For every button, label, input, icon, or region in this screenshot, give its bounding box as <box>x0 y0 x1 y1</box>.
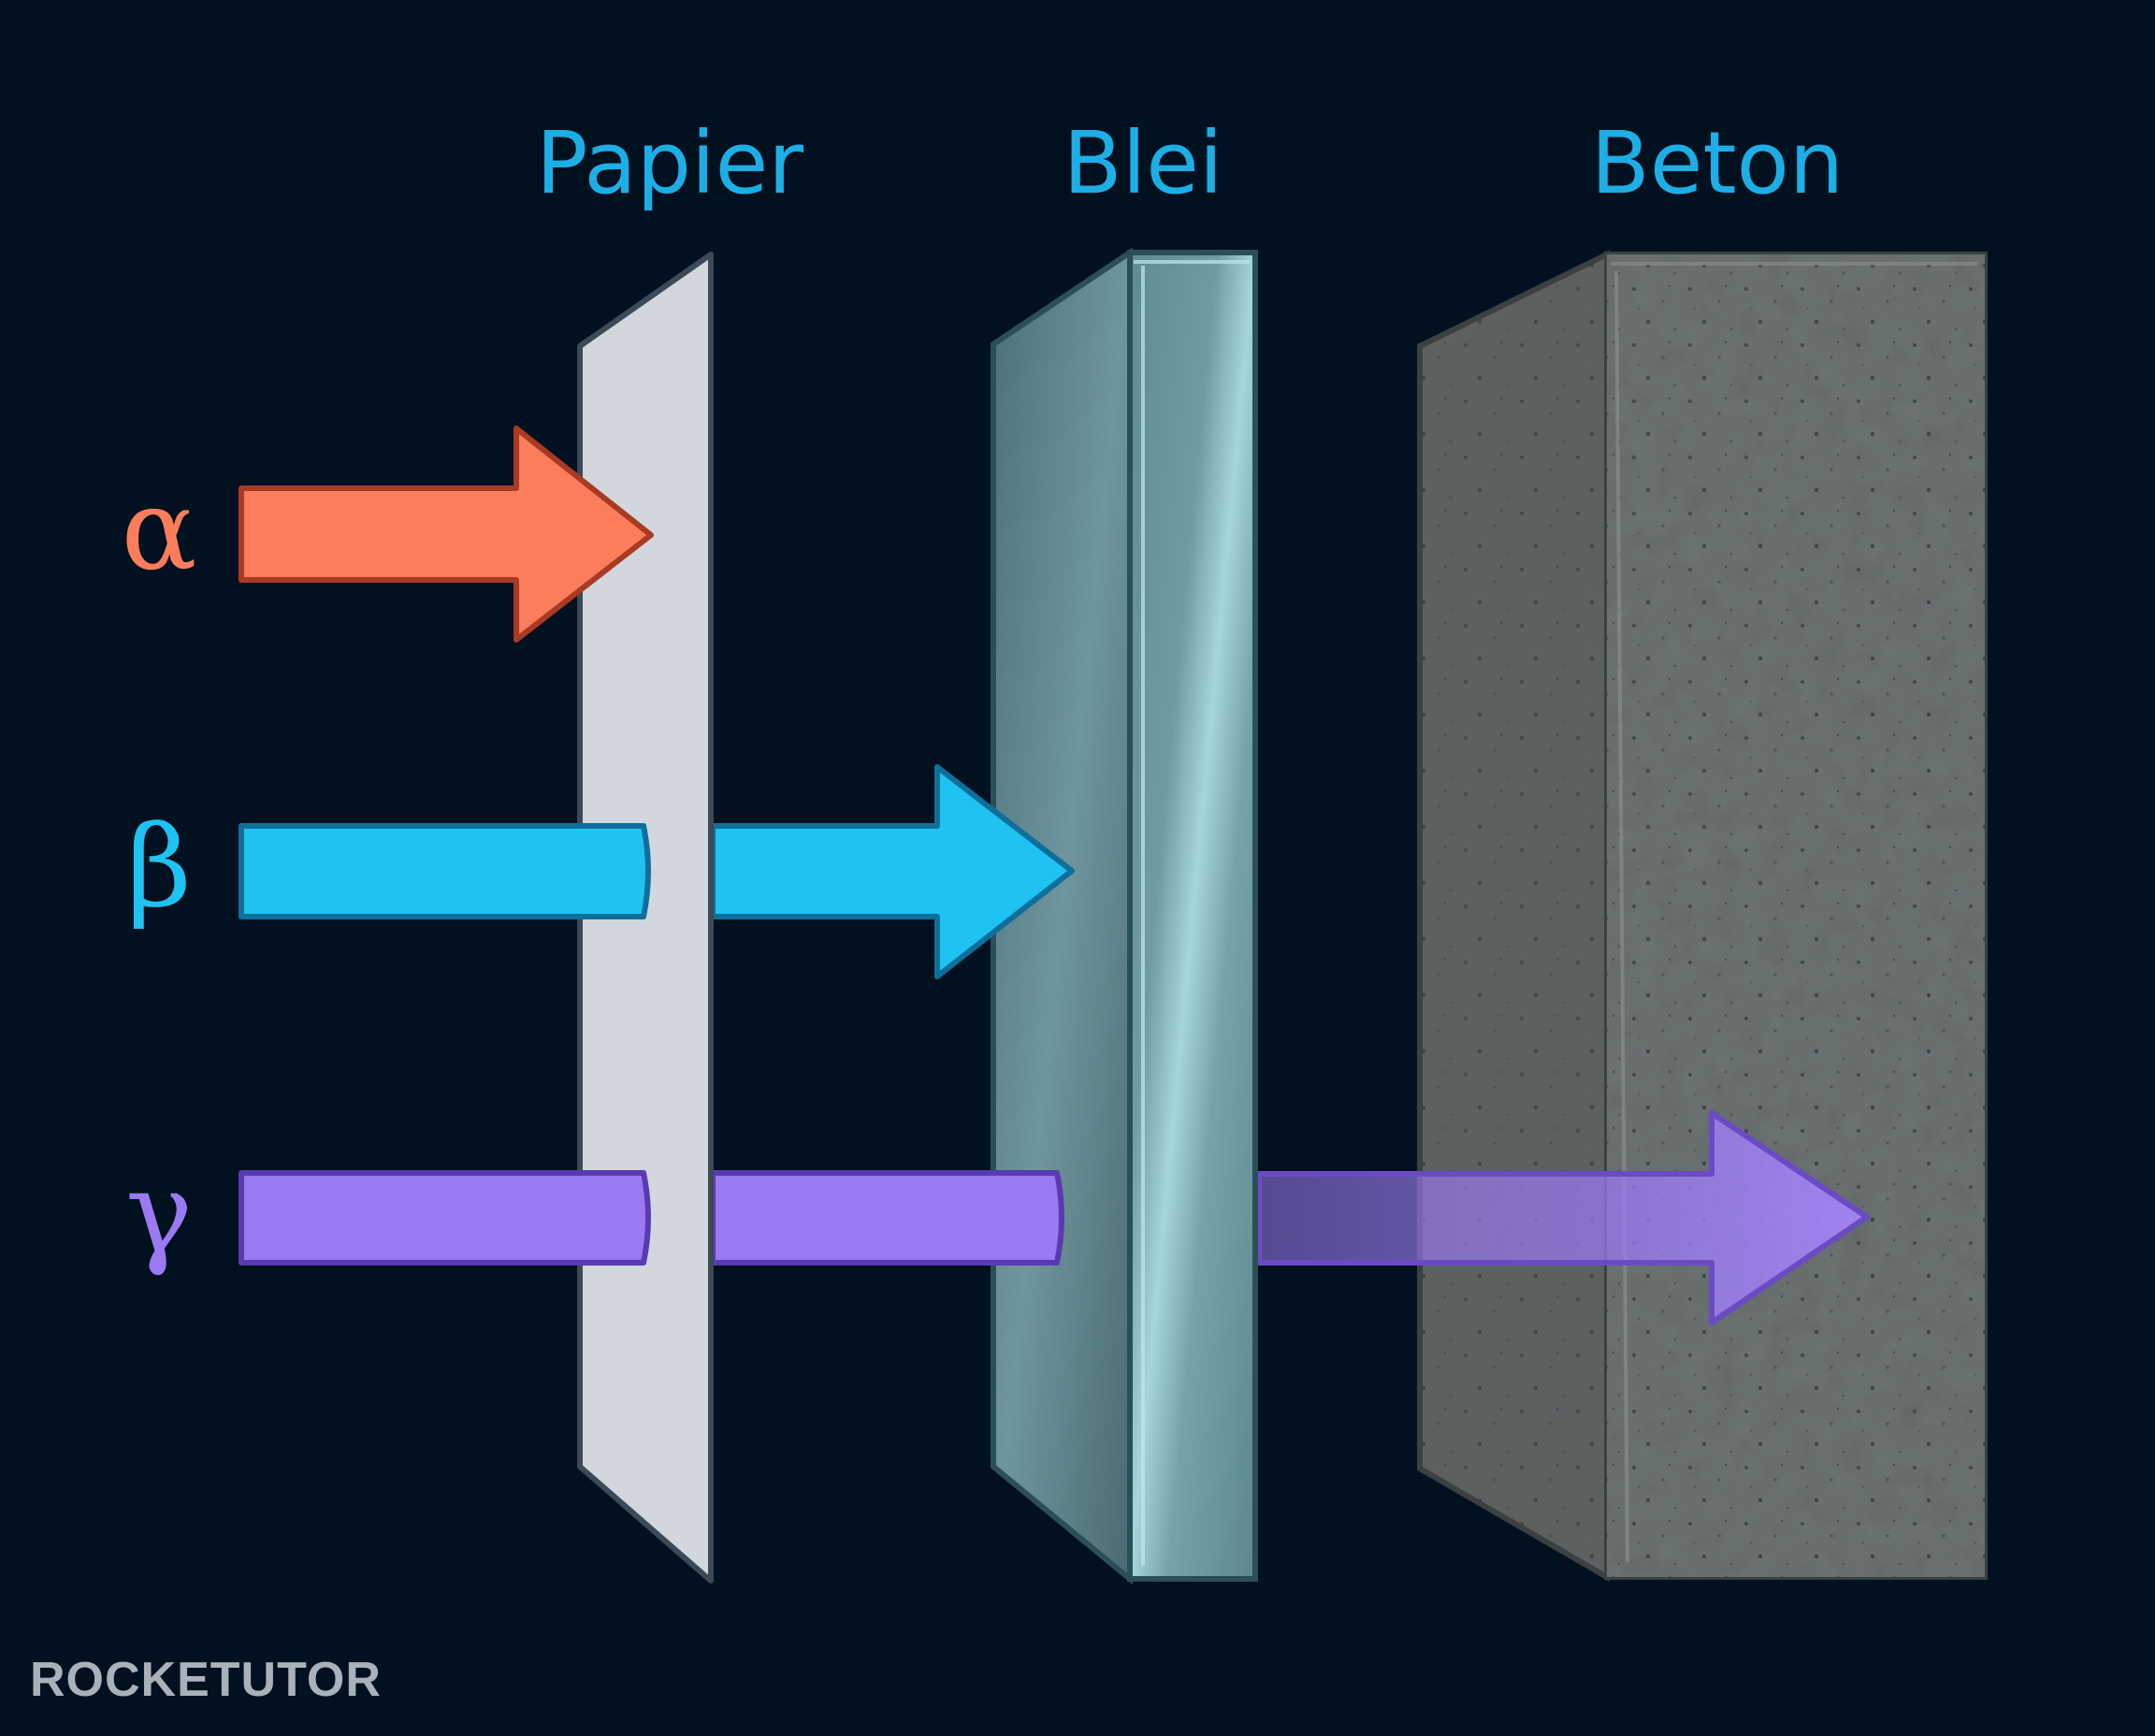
alpha-ray-arrow <box>239 426 654 643</box>
gamma-symbol: γ <box>125 1149 193 1279</box>
label-beton: Beton <box>1591 113 1844 213</box>
label-papier: Papier <box>536 113 803 213</box>
gamma-ray-first-segment <box>239 1170 651 1266</box>
brand-logo: ROCKETUTOR <box>30 1653 382 1707</box>
alpha-symbol: α <box>121 466 196 596</box>
label-blei: Blei <box>1063 113 1223 213</box>
concrete-block <box>1417 250 1988 1583</box>
gamma-ray-final-segment <box>1256 1110 1870 1325</box>
beta-ray-first-segment <box>239 823 651 919</box>
gamma-ray-middle-segment <box>710 1170 1064 1266</box>
beta-symbol: β <box>126 803 191 933</box>
beta-ray-arrowhead-segment <box>710 764 1075 979</box>
lead-slab <box>991 247 1258 1585</box>
